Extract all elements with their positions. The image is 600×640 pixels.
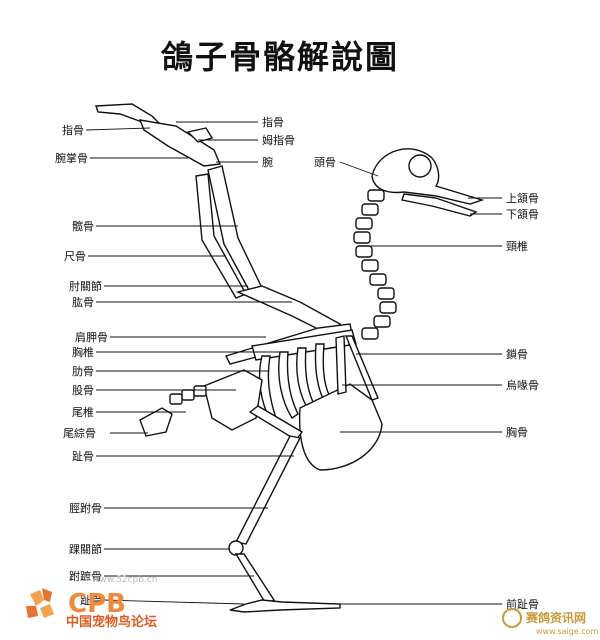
label-clavicle: 鎖骨	[506, 347, 528, 361]
label-humerus: 肱骨	[72, 295, 94, 309]
left-labels: 指骨 腕掌骨 髋骨 尺骨 肘關節 肱骨 肩胛骨 胸椎 肋骨 股骨 尾椎 尾綜骨 …	[55, 123, 108, 607]
label-tarsometatarsus: 跗蹠骨	[69, 569, 102, 583]
label-lower-jaw: 下頷骨	[506, 207, 539, 221]
watermark-brand-left: CPB	[68, 589, 126, 619]
label-tibiotarsus: 脛跗骨	[69, 501, 102, 515]
tarsometatarsus	[234, 553, 276, 605]
label-ulna: 尺骨	[64, 250, 86, 263]
skull	[371, 148, 485, 205]
tibiotarsus	[234, 435, 302, 545]
sternum	[298, 383, 383, 471]
wing-phalanges	[95, 103, 162, 125]
furcula	[344, 335, 379, 401]
wing-humerus	[235, 285, 342, 337]
label-scapula: 肩胛骨	[75, 330, 108, 344]
watermark-site-left: 中国宠物鸟论坛	[66, 614, 157, 630]
wing-carpometacarpus	[138, 119, 222, 167]
label-thoracic-vertebrae: 胸椎	[72, 345, 94, 359]
watermark-url-left: www.52cpb.cn	[92, 575, 157, 585]
label-toe-bone-lower: 趾骨	[80, 593, 102, 607]
femur	[248, 405, 304, 441]
label-caudal-vertebrae: 尾椎	[72, 405, 94, 419]
coracoid	[335, 335, 347, 395]
cervical-vertebrae	[353, 189, 397, 340]
label-carpus: 腕	[262, 155, 273, 169]
watermark-site-right: 赛鸽资讯网	[525, 610, 586, 625]
watermark-right: 赛鸽资讯网 www.saige.com	[502, 608, 599, 636]
label-carpometacarpus: 腕掌骨	[55, 151, 88, 165]
label-ribs: 肋骨	[72, 364, 94, 378]
label-toe-bone-left: 趾骨	[72, 449, 94, 463]
label-sternum: 胸骨	[506, 425, 528, 439]
label-cervical-vertebrae: 頸椎	[506, 239, 528, 253]
watermark-left: www.52cpb.cn CPB 中国宠物鸟论坛	[26, 575, 157, 630]
label-coracoid: 烏喙骨	[506, 378, 539, 392]
ankle-joint	[228, 540, 244, 556]
right-labels: 指骨 姆指骨 腕 頭骨 上頷骨 下頷骨 頸椎 鎖骨 烏喙骨 胸骨 前趾骨	[262, 115, 539, 611]
saige-logo-icon	[502, 608, 522, 628]
label-ankle-joint: 踝關節	[69, 542, 102, 556]
cpb-logo-icon	[26, 588, 54, 618]
pelvis	[203, 369, 263, 431]
label-front-toe: 前趾骨	[506, 597, 539, 611]
label-upper-jaw: 上頷骨	[506, 191, 539, 205]
eye-socket	[408, 154, 432, 178]
caudal-vertebrae	[169, 385, 207, 405]
page-title: 鴿子骨骼解說圖	[160, 38, 399, 76]
label-femur: 股骨	[72, 384, 94, 397]
label-elbow-joint: 肘關節	[69, 279, 102, 293]
label-pygostyle: 尾綜骨	[63, 426, 96, 440]
lower-jaw	[401, 193, 478, 217]
label-alula: 姆指骨	[262, 133, 295, 147]
pigeon-skeleton	[95, 103, 485, 613]
ribs	[258, 343, 333, 421]
label-skull: 頭骨	[314, 156, 336, 169]
label-phalanges: 指骨	[62, 123, 84, 137]
toes	[229, 599, 341, 613]
watermark-url-right: www.saige.com	[536, 627, 599, 636]
label-radius: 髋骨	[72, 219, 94, 233]
wing-alula	[186, 127, 214, 143]
leader-lines	[85, 121, 502, 605]
label-digit: 指骨	[262, 115, 284, 129]
